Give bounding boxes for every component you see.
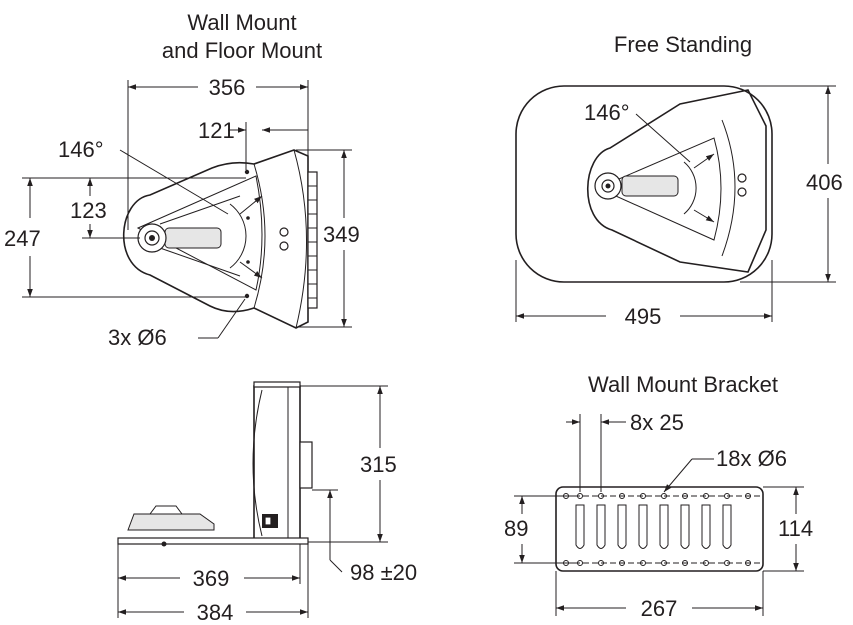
dim-406-label: 406 — [806, 170, 843, 195]
end-hole — [745, 493, 751, 499]
free-standing-title: Free Standing — [614, 32, 752, 57]
holes-18x-label: 18x Ø6 — [716, 446, 787, 471]
sweep-arrow-top-free — [693, 153, 715, 169]
angle-146-label: 146° — [58, 137, 104, 162]
dim-315-label: 315 — [360, 452, 397, 477]
slot-column — [722, 493, 732, 566]
arm-sweep-arc — [229, 203, 247, 269]
mount-hole-bottom — [244, 293, 250, 299]
arm-triangle-free — [596, 137, 722, 241]
slot-column — [659, 493, 669, 566]
dim-356-label: 356 — [209, 75, 246, 100]
column-front-curve — [252, 389, 263, 537]
wall-mount-bracket-view: Wall Mount Bracket — [504, 372, 813, 621]
slot-column — [638, 493, 648, 566]
dim-267-label: 267 — [641, 596, 678, 621]
mount-hole-top — [244, 169, 250, 175]
dim-495-label: 495 — [625, 304, 662, 329]
floor-plate-outline — [515, 85, 773, 283]
knob-bottom-free — [737, 187, 747, 197]
slot-column — [596, 493, 606, 566]
bracket-title: Wall Mount Bracket — [588, 372, 778, 397]
wall-floor-mount-view: Wall Mount and Floor Mount 356 — [4, 10, 360, 350]
bracket-plate — [555, 486, 764, 572]
column-plate-top — [299, 441, 313, 489]
dim-123-label: 123 — [70, 198, 107, 223]
dim-98-leader — [329, 559, 343, 573]
angle-146-leader — [119, 149, 229, 215]
control-switch-face — [264, 516, 272, 526]
sweep-arrow-bottom-free — [693, 209, 715, 223]
base-inner-back — [293, 149, 307, 329]
knob-top — [279, 227, 289, 237]
base-foot — [161, 541, 167, 547]
knob-bottom — [279, 241, 289, 251]
robot-base-outline — [122, 149, 309, 329]
arm-triangle — [136, 175, 263, 291]
angle-146-free-label: 146° — [584, 100, 630, 125]
angle-146-free-leader — [635, 113, 691, 163]
holes-3x-label: 3x Ø6 — [108, 325, 167, 350]
arm-inner — [159, 195, 241, 277]
mount-hole-mid-top — [246, 216, 250, 220]
dim-121-label: 121 — [198, 118, 235, 143]
sweep-arrow-bottom — [239, 261, 263, 279]
arm-link-free — [621, 175, 679, 197]
slot-column — [701, 493, 711, 566]
end-hole — [745, 560, 751, 566]
wall-floor-title-line2: and Floor Mount — [162, 38, 322, 63]
sweep-arrow-top — [239, 195, 263, 215]
slot-column — [617, 493, 627, 566]
arm-pivot-center-free — [605, 183, 611, 189]
base-plate — [117, 537, 309, 545]
arm-pivot-center — [149, 235, 155, 241]
wall-floor-title-line1: Wall Mount — [187, 10, 296, 35]
dim-247-label: 247 — [4, 226, 41, 251]
foot-pedal — [127, 513, 215, 531]
mount-hole-mid-bottom — [246, 260, 250, 264]
arm-link — [164, 227, 222, 249]
knob-top-free — [737, 173, 747, 183]
arm-sweep-arc-free — [683, 161, 697, 215]
dim-369-label: 369 — [193, 566, 230, 591]
bracket-ticks — [308, 185, 317, 299]
dim-98-label: 98 ±20 — [350, 560, 417, 585]
slot-column — [680, 493, 690, 566]
dim-114-label: 114 — [778, 516, 813, 541]
dim-384-label: 384 — [197, 600, 234, 625]
slot-column — [575, 493, 585, 566]
side-view: 315 98 ±20 369 384 — [117, 381, 417, 625]
dim-89-label: 89 — [504, 516, 528, 541]
wall-bracket-profile — [307, 171, 318, 309]
holes-18x-leader — [663, 458, 693, 493]
pedal-detail — [149, 505, 183, 515]
base-inner-free — [721, 119, 736, 257]
dim-349-label: 349 — [323, 222, 360, 247]
robot-base-outline-free — [586, 89, 767, 273]
column-top-cap — [253, 381, 301, 388]
free-standing-view: Free Standing 146° 406 495 — [515, 32, 843, 329]
base-inner-front — [253, 163, 266, 309]
holes-3x-leader — [217, 298, 246, 339]
bracket-slots — [563, 493, 751, 566]
dim-8x25-label: 8x 25 — [630, 410, 684, 435]
